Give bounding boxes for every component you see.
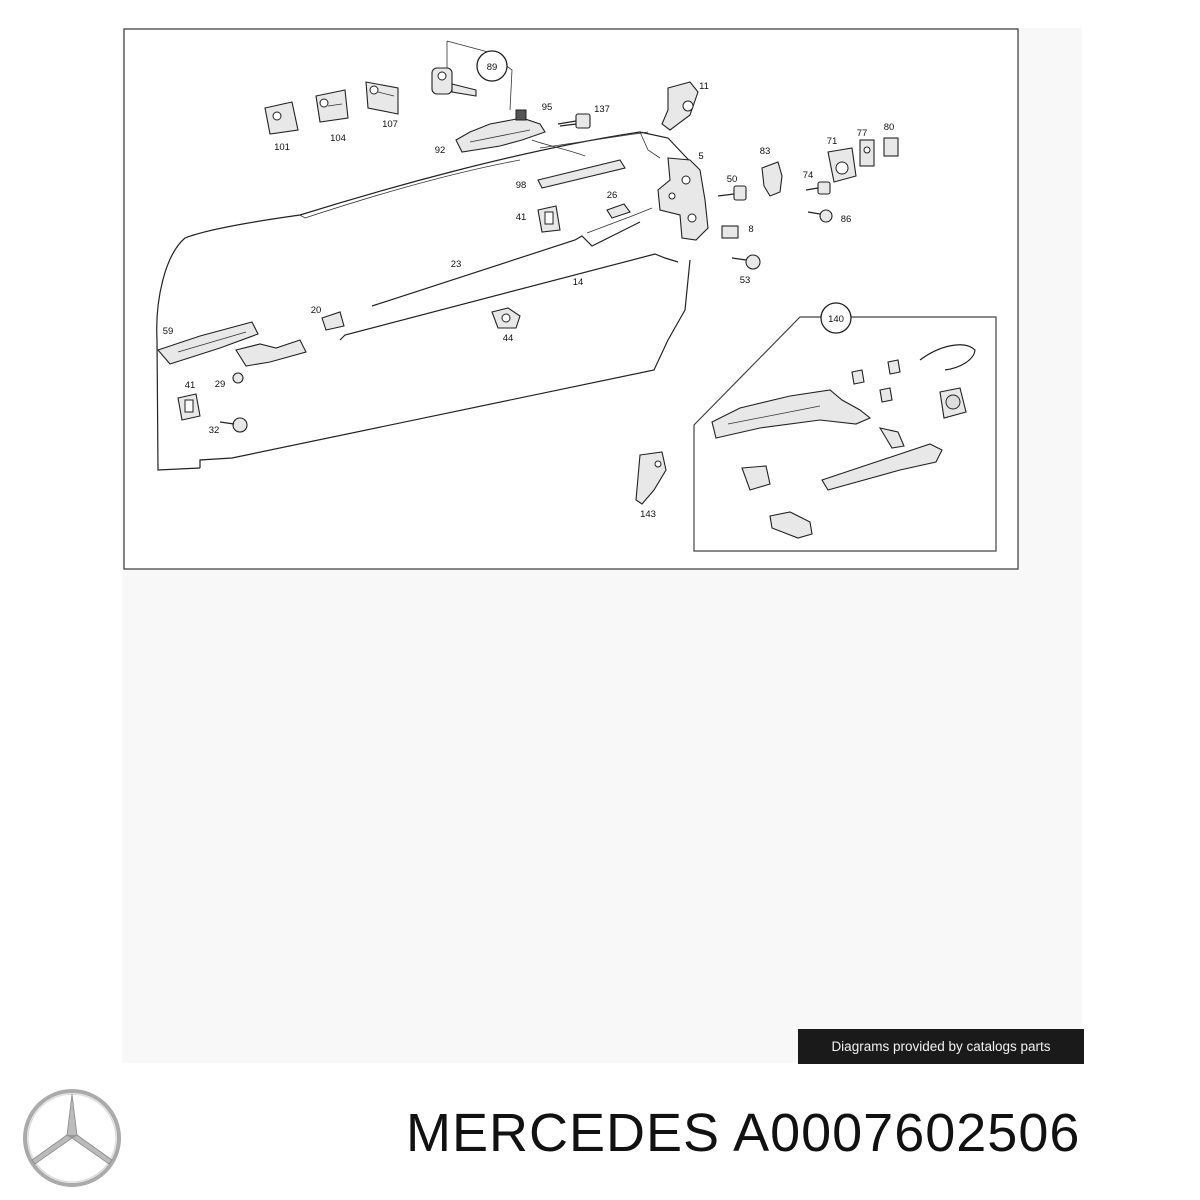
- key-parts: [264, 40, 513, 135]
- door-lock-part: [657, 157, 709, 241]
- callout-label: 98: [516, 180, 527, 191]
- credit-badge: Diagrams provided by catalogs parts: [798, 1029, 1084, 1064]
- callout-label: 83: [760, 146, 771, 157]
- callout-label: 41: [516, 212, 527, 223]
- callout-label: 95: [542, 102, 553, 113]
- callout-label: 89: [487, 62, 498, 73]
- callout-label: 92: [435, 145, 446, 156]
- inner-handle-part: [157, 321, 307, 367]
- trim-strip-part: [537, 159, 626, 189]
- callout-label: 50: [727, 174, 738, 185]
- screw-part: [557, 113, 591, 129]
- callout-label: 32: [209, 425, 220, 436]
- callout-label: 74: [803, 170, 814, 181]
- callout-label: 44: [503, 333, 514, 344]
- repair-kit-box: [693, 316, 997, 552]
- callout-label: 53: [740, 275, 751, 286]
- callout-label: 80: [884, 122, 895, 133]
- callout-label: 59: [163, 326, 174, 337]
- callout-label: 143: [640, 509, 656, 520]
- diagram-frame: [123, 28, 1019, 570]
- mercedes-star-icon: [23, 1089, 121, 1187]
- callout-label: 5: [698, 151, 703, 162]
- callout-label: 8: [748, 224, 753, 235]
- callout-label: 23: [451, 259, 462, 270]
- fasteners: [717, 185, 761, 270]
- callout-circle-89: [476, 50, 508, 82]
- callout-label: 77: [857, 128, 868, 139]
- page-title: MERCEDES A0007602506: [406, 1103, 1081, 1163]
- callout-label: 14: [573, 277, 584, 288]
- door-shell: [156, 131, 703, 471]
- callout-label: 104: [330, 133, 346, 144]
- cover-plate-part: [635, 451, 667, 505]
- striker-group: [805, 137, 899, 223]
- rods: [339, 139, 679, 341]
- callout-label: 101: [274, 142, 290, 153]
- callout-circle-140: [820, 302, 852, 334]
- callout-labels: 89 95 137 11 101 104 107 92 5 83 71 77 8…: [163, 62, 895, 520]
- callout-label: 41: [185, 380, 196, 391]
- callout-label: 140: [828, 314, 844, 325]
- callout-label: 26: [607, 190, 618, 201]
- bellcrank-part: [491, 307, 521, 329]
- callout-label: 20: [311, 305, 322, 316]
- outer-handle-part: [455, 109, 546, 153]
- clip-part-20: [321, 311, 345, 331]
- bracket-part: [661, 81, 699, 131]
- clip-part-26: [606, 203, 631, 219]
- callout-label: 137: [594, 104, 610, 115]
- callout-label: 71: [827, 136, 838, 147]
- striker-part: [761, 161, 783, 197]
- callout-label: 29: [215, 379, 226, 390]
- callout-label: 86: [841, 214, 852, 225]
- callout-label: 11: [699, 81, 709, 92]
- lower-clips: [177, 372, 248, 433]
- callout-label: 107: [382, 119, 398, 130]
- clip-part-41-upper: [537, 205, 561, 233]
